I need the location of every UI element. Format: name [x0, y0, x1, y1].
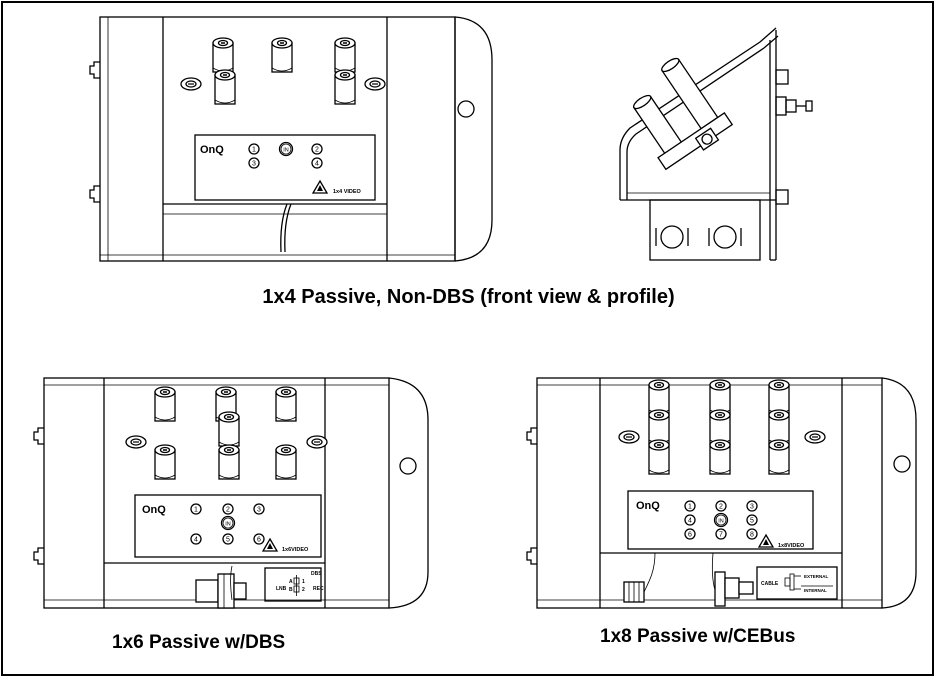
port-label-1x6-1: 1: [194, 507, 198, 514]
port-label-1x6-4: 4: [194, 537, 198, 544]
caption-1x8: 1x8 Passive w/CEBus: [600, 626, 796, 647]
port-label-1x8-8: 8: [750, 532, 754, 539]
port-label-1x8-5: 5: [750, 518, 754, 525]
port-label-1x8-2: 2: [719, 504, 723, 511]
input-label-1x6: IN: [225, 522, 231, 528]
port-label-1x8-4: 4: [688, 518, 692, 525]
port-label-1x4-2: 2: [315, 147, 319, 154]
port-label-1x8-7: 7: [719, 532, 723, 539]
external-label: EXTERNAL: [804, 574, 829, 579]
port-label-1x8-6: 6: [688, 532, 692, 539]
module-1x6: OnQ 1 2 3 IN 4 5 6 1x6VIDEO DBS LNB REC …: [33, 377, 429, 609]
port-label-1x4-3: 3: [252, 161, 256, 168]
svg-text:B: B: [289, 587, 293, 593]
port-label-1x6-5: 5: [226, 537, 230, 544]
brand-1x8: OnQ: [636, 500, 660, 512]
port-label-1x4-1: 1: [252, 147, 256, 154]
caption-1x6: 1x6 Passive w/DBS: [112, 632, 286, 653]
port-label-1x6-2: 2: [226, 507, 230, 514]
port-label-1x4-4: 4: [315, 161, 319, 168]
caption-1x4: 1x4 Passive, Non-DBS (front view & profi…: [262, 286, 675, 308]
port-label-1x6-6: 6: [257, 537, 261, 544]
module-1x4-profile-view: [619, 27, 813, 261]
rec-label: REC: [313, 586, 324, 592]
brand-1x4: OnQ: [200, 144, 224, 156]
brand-1x6: OnQ: [142, 504, 166, 516]
cable-label: CABLE: [761, 581, 779, 587]
port-label-1x8-1: 1: [688, 504, 692, 511]
module-1x8: OnQ 1 2 3 4 IN 5 6 7 8 1x8VIDEO CABLE EX…: [526, 377, 917, 609]
svg-text:A: A: [289, 579, 293, 585]
port-label-1x8-3: 3: [750, 504, 754, 511]
dbs-label: DBS: [311, 571, 322, 577]
model-1x4: 1x4 VIDEO: [333, 189, 362, 195]
label-plate-1x4: [194, 134, 376, 201]
svg-text:1: 1: [302, 579, 305, 585]
model-1x8: 1x8VIDEO: [778, 543, 805, 549]
input-label-1x8: IN: [718, 519, 724, 525]
lnb-label: LNB: [276, 586, 287, 592]
input-label-1x4: IN: [283, 148, 289, 154]
port-label-1x6-3: 3: [257, 507, 261, 514]
svg-text:2: 2: [302, 587, 305, 593]
internal-label: INTERNAL: [804, 588, 827, 593]
module-1x4-front-view: OnQ 1 3 IN 2 4 1x4 VIDEO: [89, 16, 493, 262]
model-1x6: 1x6VIDEO: [282, 547, 309, 553]
